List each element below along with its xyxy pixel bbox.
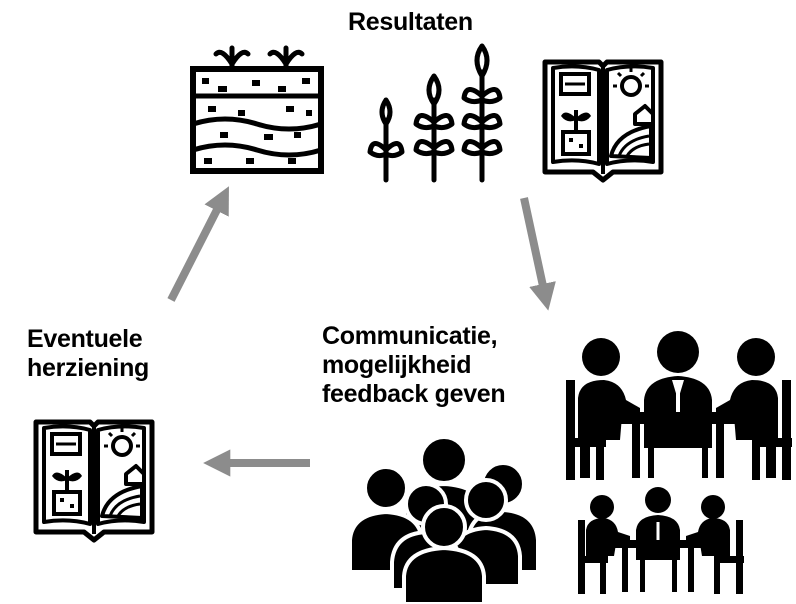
arrow-up-right [167,186,229,302]
meeting-table-icon [566,331,792,480]
diagram-title: Resultaten [348,8,473,36]
open-book-icon [545,62,661,180]
open-book-icon [36,422,152,540]
label-communication-line-2: mogelijkheid [322,351,472,379]
label-communication: Communicatie, mogelijkheid feedback geve… [322,322,506,409]
label-revision-line-1: Eventuele [27,325,143,353]
soil-profile-icon [190,45,324,174]
small-meeting-icon [578,487,744,594]
label-communication-line-1: Communicatie, [322,322,498,350]
label-revision: Eventuele herziening [27,325,149,383]
label-communication-line-3: feedback geven [322,380,506,408]
label-revision-line-2: herziening [27,354,150,382]
crowd-icon [348,435,540,604]
arrow-down-right [520,197,556,311]
plants-growth-icon [367,43,503,183]
